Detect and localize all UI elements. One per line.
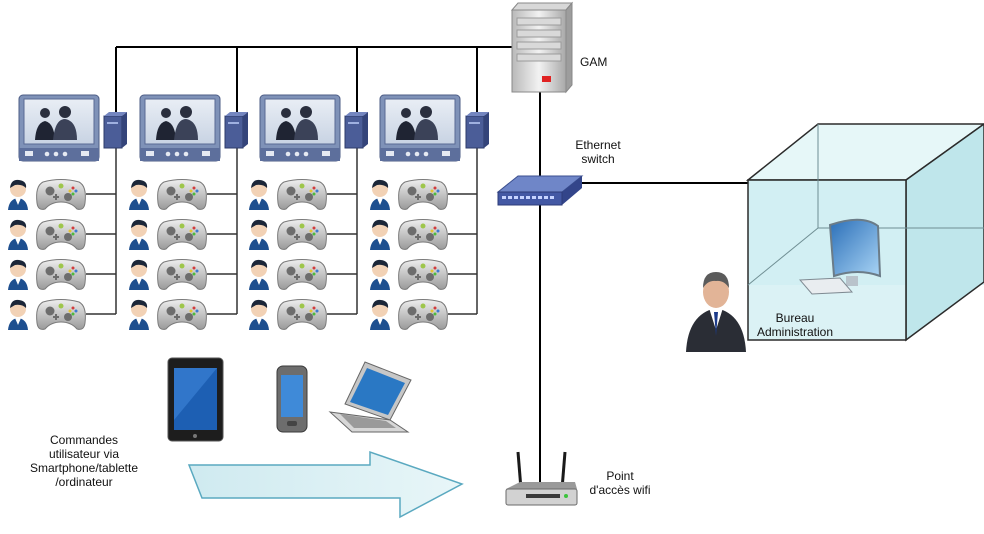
gamepad-icon <box>36 259 86 290</box>
gamepad-icon <box>157 179 207 210</box>
station-2 <box>129 94 249 330</box>
wifi-label: Point d'accès wifi <box>583 469 657 497</box>
player-icon <box>249 259 269 290</box>
player-icon <box>8 219 28 250</box>
player-icon <box>129 299 149 330</box>
station-4 <box>370 94 490 330</box>
commands-label-line2: utilisateur via <box>48 447 120 461</box>
tablet-icon <box>167 357 224 442</box>
gamepad-icon <box>398 179 448 210</box>
switch-label-line2: switch <box>581 152 615 166</box>
office-label-line1: Bureau <box>775 311 815 325</box>
switch-label-line1: Ethernet <box>575 138 621 152</box>
commands-label: Commandes utilisateur via Smartphone/tab… <box>20 433 148 489</box>
station-wiring <box>86 147 478 315</box>
tv-icon <box>379 94 461 162</box>
player-icon <box>8 179 28 210</box>
tv-icon <box>139 94 221 162</box>
office-label: Bureau Administration <box>748 311 842 339</box>
player-icon <box>370 259 390 290</box>
commands-label-line3: Smartphone/tablette <box>29 461 139 475</box>
tv-icon <box>259 94 341 162</box>
gamepad-icon <box>157 259 207 290</box>
gamepad-icon <box>277 299 327 330</box>
gamepad-icon <box>36 299 86 330</box>
player-icon <box>370 219 390 250</box>
commands-label-line4: /ordinateur <box>55 475 113 489</box>
player-icon <box>129 179 149 210</box>
gamepad-icon <box>398 219 448 250</box>
player-icon <box>249 299 269 330</box>
gamepad-icon <box>277 259 327 290</box>
connection-lines <box>115 46 750 490</box>
player-icon <box>129 219 149 250</box>
gam-label: GAM <box>580 55 608 69</box>
gamepad-icon <box>277 179 327 210</box>
station-3 <box>249 94 369 330</box>
office-box <box>745 123 984 342</box>
smartphone-icon <box>276 365 308 433</box>
player-icon <box>129 259 149 290</box>
gamepad-icon <box>398 259 448 290</box>
office-label-line2: Administration <box>756 325 834 339</box>
gamepad-icon <box>398 299 448 330</box>
server-icon <box>510 1 574 94</box>
wifi-router-icon <box>505 451 578 506</box>
station-1 <box>8 94 128 330</box>
switch-label: Ethernet switch <box>572 138 624 166</box>
gamepad-icon <box>157 219 207 250</box>
office-monitor-icon <box>798 218 882 295</box>
laptop-icon <box>328 361 412 433</box>
gamepad-icon <box>36 179 86 210</box>
console-icon <box>224 111 249 149</box>
gamepad-icon <box>36 219 86 250</box>
player-icon <box>370 299 390 330</box>
gamepad-icon <box>277 219 327 250</box>
command-arrow <box>187 450 464 519</box>
gamepad-icon <box>157 299 207 330</box>
console-icon <box>103 111 128 149</box>
switch-icon <box>496 175 584 206</box>
tv-icon <box>18 94 100 162</box>
player-icon <box>8 299 28 330</box>
console-icon <box>344 111 369 149</box>
player-icon <box>249 179 269 210</box>
player-icon <box>8 259 28 290</box>
player-icon <box>370 179 390 210</box>
player-icon <box>249 219 269 250</box>
wifi-label-line2: d'accès wifi <box>589 483 651 497</box>
commands-label-line1: Commandes <box>49 433 119 447</box>
administrator-icon <box>686 272 746 352</box>
wifi-label-line1: Point <box>606 469 634 483</box>
console-icon <box>465 111 490 149</box>
